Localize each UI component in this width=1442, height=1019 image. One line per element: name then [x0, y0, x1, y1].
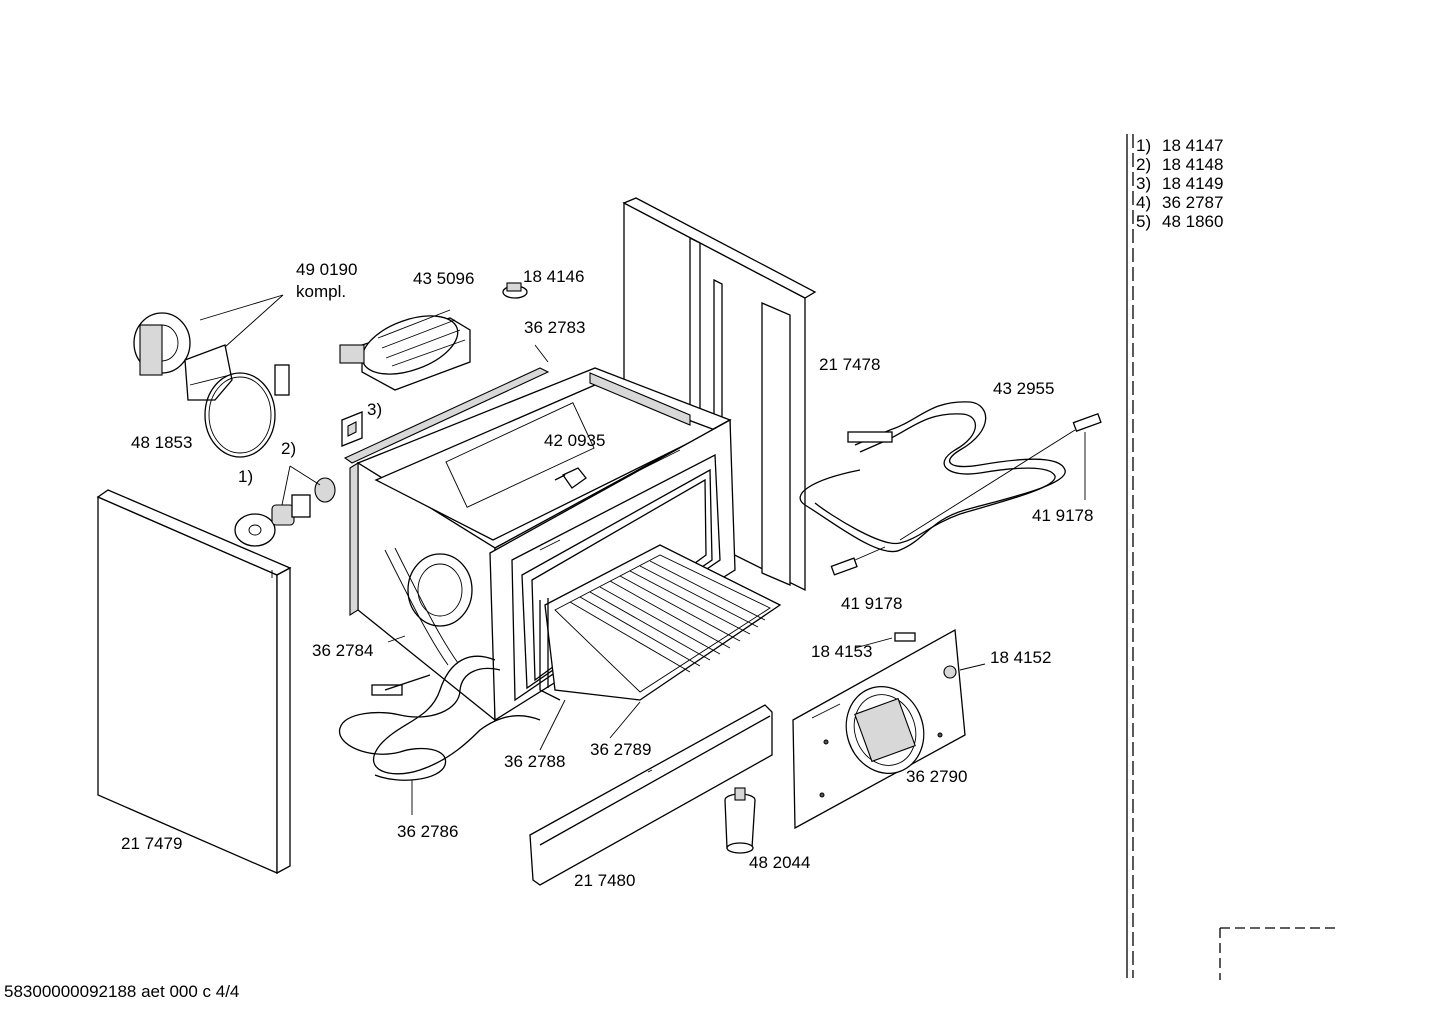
adjustable-foot: [724, 787, 756, 854]
parts-legend: 1)18 4147 2)18 4148 3)18 4149 4)36 2787 …: [1136, 136, 1223, 231]
legend-row: 1) 18 4147: [1136, 136, 1223, 155]
legend-row: 3) 18 4149: [1136, 174, 1223, 193]
label-362783: 36 2783: [524, 318, 586, 337]
label-481853: 48 1853: [131, 433, 193, 452]
legend-value: 18 4147: [1162, 136, 1224, 155]
legend-value: 48 1860: [1162, 212, 1224, 231]
label-note-3: 3): [367, 400, 383, 419]
oven-lamp-parts: [234, 465, 336, 547]
label-184152: 18 4152: [990, 648, 1052, 667]
legend-value: 18 4149: [1162, 174, 1224, 193]
label-435096: 43 5096: [413, 269, 475, 288]
thermostat-18-4146: [502, 282, 528, 299]
label-217479: 21 7479: [121, 834, 183, 853]
legend-key: 2): [1136, 155, 1152, 174]
label-217480: 21 7480: [574, 871, 636, 890]
thermostat-42-0935: [554, 467, 587, 489]
drawing-footer-id: 58300000092188 aet 000 c 4/4: [4, 982, 240, 1001]
label-362786: 36 2786: [397, 822, 459, 841]
legend-row: 5) 48 1860: [1136, 212, 1223, 231]
oven-rack: [539, 544, 782, 701]
legend-row: 2) 18 4148: [1136, 155, 1223, 174]
label-419178-upper: 41 9178: [1032, 506, 1094, 525]
label-note-2: 2): [281, 439, 297, 458]
label-362784: 36 2784: [312, 641, 374, 660]
label-419178-lower: 41 9178: [841, 594, 903, 613]
bottom-trim-strip: [529, 704, 773, 886]
label-kompl: kompl.: [296, 282, 347, 301]
legend-value: 18 4148: [1162, 155, 1224, 174]
page-border-right: [1126, 134, 1335, 980]
grill-heating-element: [799, 401, 1076, 553]
legend-key: 1): [1136, 136, 1152, 155]
label-432955: 43 2955: [993, 379, 1055, 398]
legend-value: 36 2787: [1162, 193, 1224, 212]
legend-key: 3): [1136, 174, 1152, 193]
legend-key: 4): [1136, 193, 1152, 212]
label-217478: 21 7478: [819, 355, 881, 374]
side-panel-left: [96, 489, 292, 875]
leader-lines: [387, 344, 986, 751]
fan-motor-assembly: [133, 294, 290, 458]
label-184146: 18 4146: [523, 267, 585, 286]
label-482044: 48 2044: [749, 853, 811, 872]
label-184153: 18 4153: [811, 642, 873, 661]
cross-flow-fan: [339, 309, 471, 391]
lower-heating-element: [339, 655, 541, 815]
label-420935: 42 0935: [544, 431, 606, 450]
connector-plugs: [830, 412, 1102, 576]
legend-key: 5): [1136, 212, 1152, 231]
label-note-1: 1): [238, 467, 254, 486]
label-490190: 49 0190: [296, 260, 358, 279]
label-362788: 36 2788: [504, 752, 566, 771]
label-362790: 36 2790: [906, 767, 968, 786]
fan-cover-panel: [792, 628, 966, 830]
bracket-part-3: [341, 411, 363, 447]
label-362789: 36 2789: [590, 740, 652, 759]
legend-row: 4) 36 2787: [1136, 193, 1223, 212]
